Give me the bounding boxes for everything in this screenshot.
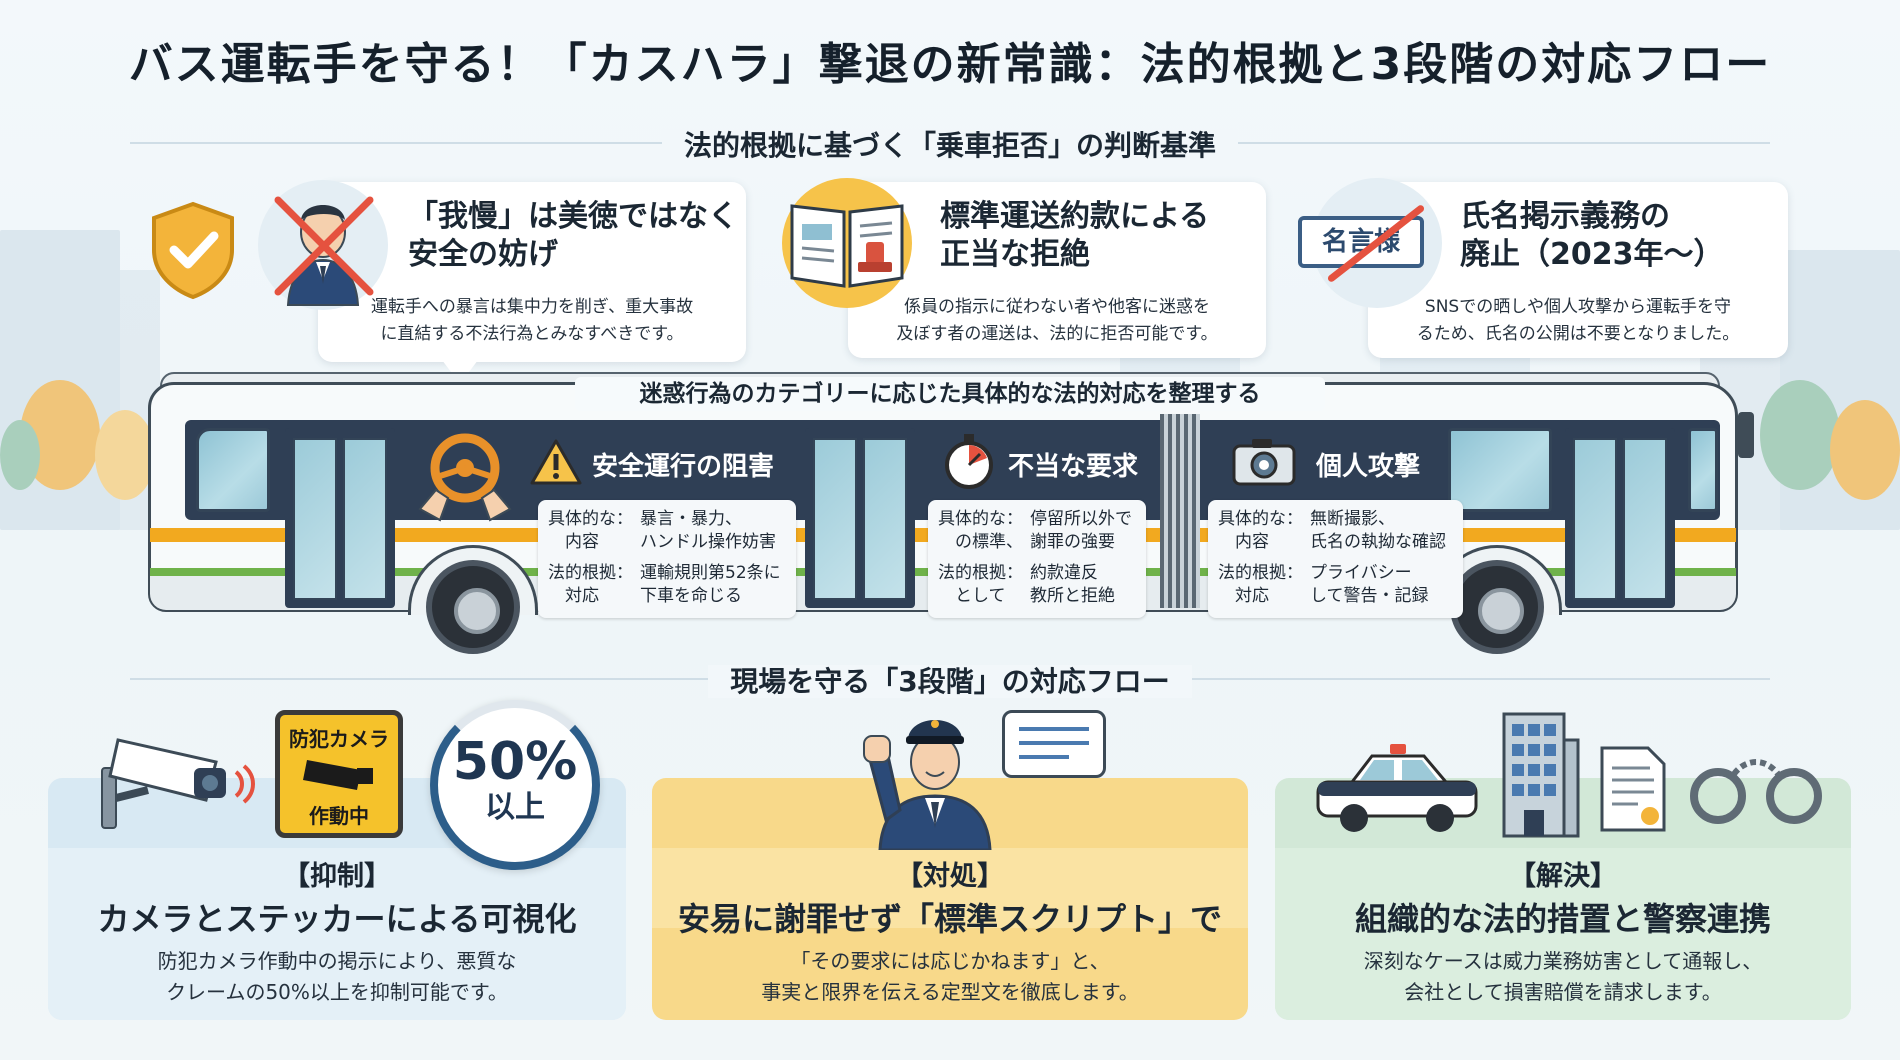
category-detail-box: 具体的な： 内容無断撮影、 氏名の執拗な確認 法的根拠： 対応プライバシー して… [1208, 500, 1463, 618]
category-detail-box: 具体的な： の標準、停留所以外で 謝罪の強要 法的根拠： として約款違反 教所と… [928, 500, 1146, 618]
category-header: 安全運行の阻害 [592, 452, 775, 482]
badge-value: 50% [452, 732, 578, 792]
flow-title: カメラとステッカーによる可視化 [97, 900, 577, 938]
content-label: 具体的な： 内容 [1218, 509, 1303, 552]
sign-text: 作動中 [309, 804, 369, 828]
warning-icon [530, 438, 582, 490]
section-heading-flow: 現場を守る「3段階」の対応フロー [0, 660, 1900, 700]
legal-label: 法的根拠： 対応 [548, 563, 633, 606]
section-heading-legal: 法的根拠に基づく「乗車拒否」の判断基準 [0, 124, 1900, 164]
bus-door-pane [1573, 438, 1617, 600]
tree-icon [1760, 380, 1840, 490]
card-title-line: 氏名掲示義務の [1460, 199, 1670, 234]
flow-desc-line: 事実と限界を伝える定型文を徹底します。 [761, 980, 1139, 1004]
bus-window [1448, 428, 1552, 512]
card-desc-line: SNSでの晒しや個人攻撃から運転手を守 [1424, 297, 1732, 317]
category-header: 不当な要求 [1008, 452, 1139, 482]
flow-tag: 【解決】 [1509, 861, 1617, 892]
info-card-contract: 標準運送約款による 正当な拒絶 係員の指示に従わない者や他客に迷惑を 及ぼす者の… [848, 182, 1266, 358]
camera-icon [1232, 436, 1296, 490]
crossed-out-driver-icon [258, 180, 388, 310]
camera-warning-sign: 防犯カメラ 作動中 [275, 710, 403, 838]
driver-raising-fist-icon [850, 700, 1020, 854]
tree-icon [0, 420, 40, 490]
office-building-icon [1500, 710, 1580, 844]
category-header: 個人攻撃 [1316, 452, 1421, 482]
flow-tag: 【抑制】 [283, 861, 391, 892]
bus-door-pane [863, 438, 907, 600]
card-title-line: 「我慢」は美徳ではなく [408, 199, 738, 234]
info-card-patience: 「我慢」は美徳ではなく 安全の妨げ 運転手への暴言は集中力を削ぎ、重大事故 に直… [318, 182, 746, 362]
flow-tag: 【対処】 [896, 861, 1004, 892]
flow-desc-line: クレームの50%以上を抑制可能です。 [166, 980, 508, 1004]
bus-mirror [1738, 412, 1754, 458]
flow-desc-line: 会社として損害賠償を請求します。 [1404, 980, 1722, 1004]
card-title-line: 標準運送約款による [940, 199, 1210, 234]
bus-door-pane [813, 438, 857, 600]
flow-desc-line: 防犯カメラ作動中の掲示により、悪質な [157, 949, 517, 973]
bus-door-pane [343, 438, 387, 600]
card-desc-line: 運転手への暴言は集中力を削ぎ、重大事故 [370, 297, 694, 317]
camera-icon [303, 760, 373, 790]
tree-icon [1830, 400, 1900, 500]
bus-window [1688, 428, 1718, 512]
flow-card-suppress: 【抑制】 カメラとステッカーによる可視化 防犯カメラ作動中の掲示により、悪質な … [48, 778, 626, 1020]
card-title-line: 正当な拒絶 [940, 237, 1090, 272]
speech-bubble-icon [1002, 710, 1106, 778]
bus-banner: 迷惑行為のカテゴリーに応じた具体的な法的対応を整理する [575, 377, 1325, 411]
content-value: 無断撮影、 氏名の執拗な確認 [1310, 509, 1446, 552]
badge-caption: 以上 [485, 790, 545, 825]
content-value: 暴言・暴力、 ハンドル操作妨害 [640, 509, 776, 552]
police-car-icon [1312, 738, 1482, 842]
card-desc-line: るため、氏名の公開は不要となりました。 [1416, 324, 1740, 344]
bus-door-pane [293, 438, 337, 600]
steering-wheel-icon [410, 424, 520, 528]
security-camera-icon [98, 728, 258, 842]
bus-articulation [1160, 414, 1200, 608]
content-value: 停留所以外で 謝罪の強要 [1030, 509, 1132, 552]
wheel-icon [426, 560, 520, 654]
card-desc-line: に直結する不法行為とみなすべきです。 [380, 324, 684, 344]
page-title: バス運転手を守る！「カスハラ」撃退の新常識：法的根拠と3段階の対応フロー [128, 39, 1772, 90]
legal-label: 法的根拠： 対応 [1218, 563, 1303, 606]
flow-desc-line: 「その要求には応じかねます」と、 [790, 949, 1110, 973]
legal-value: 運輸規則第52条に 下車を命じる [640, 563, 781, 606]
card-title-line: 廃止（2023年〜） [1460, 237, 1724, 272]
category-detail-box: 具体的な： 内容暴言・暴力、 ハンドル操作妨害 法的根拠： 対応運輸規則第52条… [538, 500, 796, 618]
handcuffs-icon [1686, 740, 1826, 834]
card-desc-line: 及ぼす者の運送は、法的に拒否可能です。 [896, 324, 1218, 344]
content-label: 具体的な： の標準、 [938, 509, 1023, 552]
shield-check-icon [148, 200, 238, 304]
info-card-nameplate: 氏名掲示義務の 廃止（2023年〜） SNSでの晒しや個人攻撃から運転手を守 る… [1368, 182, 1788, 358]
legal-document-icon [1598, 744, 1668, 838]
legal-value: プライバシー して警告・記録 [1310, 563, 1429, 606]
tree-icon [95, 410, 155, 500]
percent-badge: 50% 以上 [430, 700, 600, 870]
stopwatch-icon [940, 432, 998, 494]
legal-value: 約款違反 教所と拒絶 [1030, 563, 1115, 606]
legal-label: 法的根拠： として [938, 563, 1023, 606]
flow-title: 安易に謝罪せず「標準スクリプト」で [677, 900, 1222, 938]
open-book-stamp-icon [782, 178, 912, 308]
flow-title: 組織的な法的措置と警察連携 [1354, 900, 1771, 938]
sign-text: 防犯カメラ [289, 727, 389, 751]
flow-desc-line: 深刻なケースは威力業務妨害として通報し、 [1363, 949, 1763, 973]
content-label: 具体的な： 内容 [548, 509, 633, 552]
card-title-line: 安全の妨げ [408, 237, 558, 272]
card-desc-line: 係員の指示に従わない者や他客に迷惑を [904, 297, 1210, 317]
bus-windshield [196, 428, 270, 512]
wheel-icon [1450, 560, 1544, 654]
bus-door-pane [1623, 438, 1667, 600]
